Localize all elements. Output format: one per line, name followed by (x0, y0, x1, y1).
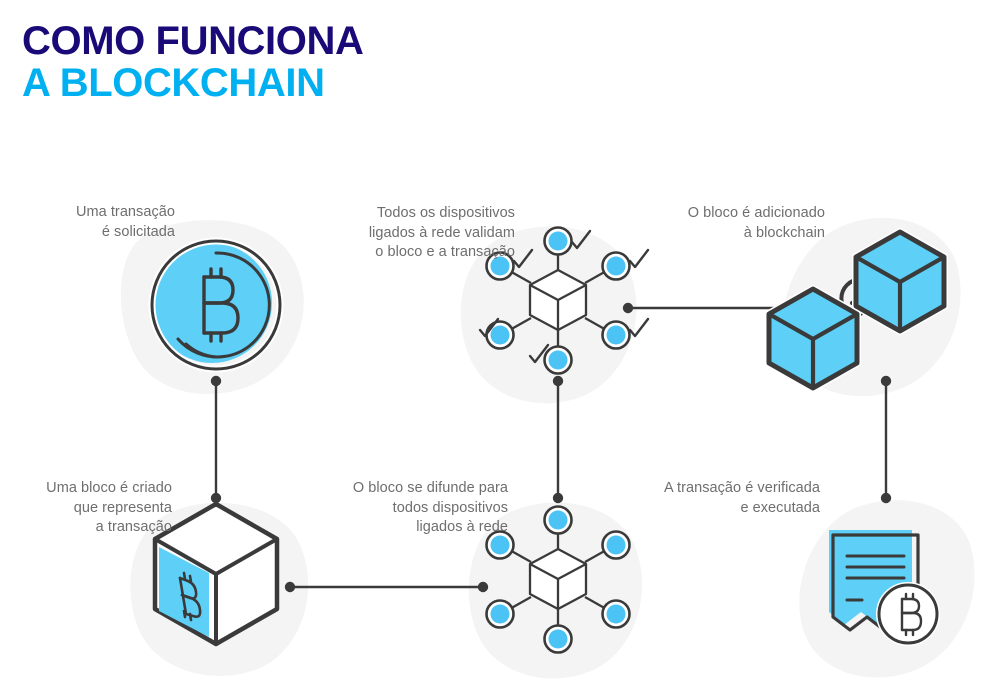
receipt-bitcoin-badge (876, 582, 940, 646)
bitcoin-block-cube-icon (152, 501, 280, 647)
blob-step-5 (783, 217, 961, 397)
receipt-outline (831, 533, 920, 632)
step-label-2: Uma bloco é criado que representa a tran… (46, 480, 172, 536)
step-label-1: Uma transação é solicitada (76, 204, 175, 240)
bitcoin-glyph-coin (202, 267, 240, 343)
connector-coin-to-block (210, 375, 222, 504)
connector-network-to-validation (552, 375, 564, 504)
block-cube-left (765, 284, 861, 393)
bitcoin-coin-icon (148, 237, 284, 373)
chain-link-icon (837, 277, 876, 318)
receipt-lines (845, 554, 906, 602)
connector-block-to-network (284, 581, 489, 593)
blob-step-1 (120, 220, 304, 394)
bitcoin-glyph-receipt (900, 592, 923, 637)
title-line-2: A BLOCKCHAIN (22, 61, 325, 106)
background-blobs (120, 217, 975, 679)
connector-chain-to-receipt (880, 375, 892, 504)
verified-receipt-icon (829, 530, 940, 646)
title-line-1: COMO FUNCIONA (22, 19, 364, 63)
connector-lines (210, 302, 892, 593)
bitcoin-glyph-cube (178, 571, 202, 622)
receipt-body-fill (829, 530, 912, 625)
blob-step-6 (799, 500, 975, 678)
step-label-3: O bloco se difunde para todos dispositiv… (352, 480, 508, 536)
linked-blocks-icon (765, 227, 948, 393)
step-label-5: O bloco é adicionado à blockchain (687, 205, 825, 241)
block-cube-right (852, 227, 948, 336)
step-label-4: Todos os dispositivos ligados à rede val… (368, 205, 515, 261)
step-label-6: A transação é verificada e executada (664, 480, 820, 516)
page-title: COMO FUNCIONA A BLOCKCHAIN (22, 19, 364, 106)
connector-validation-to-chain (622, 302, 802, 314)
